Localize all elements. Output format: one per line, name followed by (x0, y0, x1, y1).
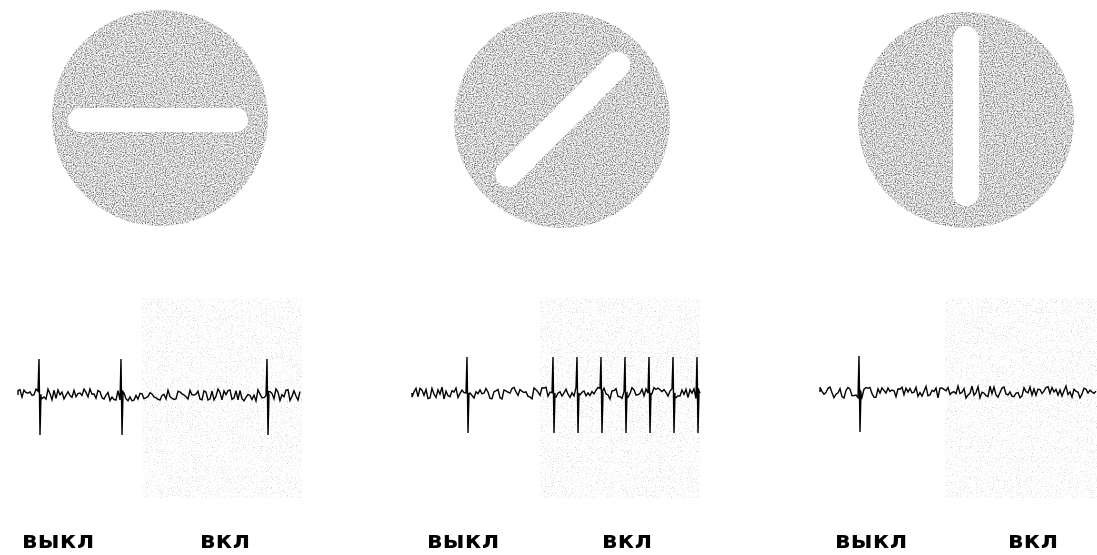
spike-trace-1 (17, 358, 301, 436)
on-label-3: вкл (1008, 526, 1059, 554)
spike-trace-2 (411, 356, 701, 434)
spike-trace-3 (819, 355, 1097, 433)
stimulus-disc-vertical (858, 12, 1074, 228)
stimulus-disc-diagonal (454, 12, 670, 228)
off-label-3: выкл (835, 526, 908, 554)
stimulus-on-region-3 (945, 298, 1097, 498)
on-label-1: вкл (200, 526, 251, 554)
on-label-2: вкл (602, 526, 653, 554)
stimulus-disc-horizontal (52, 10, 268, 226)
off-label-2: выкл (427, 526, 500, 554)
off-label-1: выкл (22, 526, 95, 554)
